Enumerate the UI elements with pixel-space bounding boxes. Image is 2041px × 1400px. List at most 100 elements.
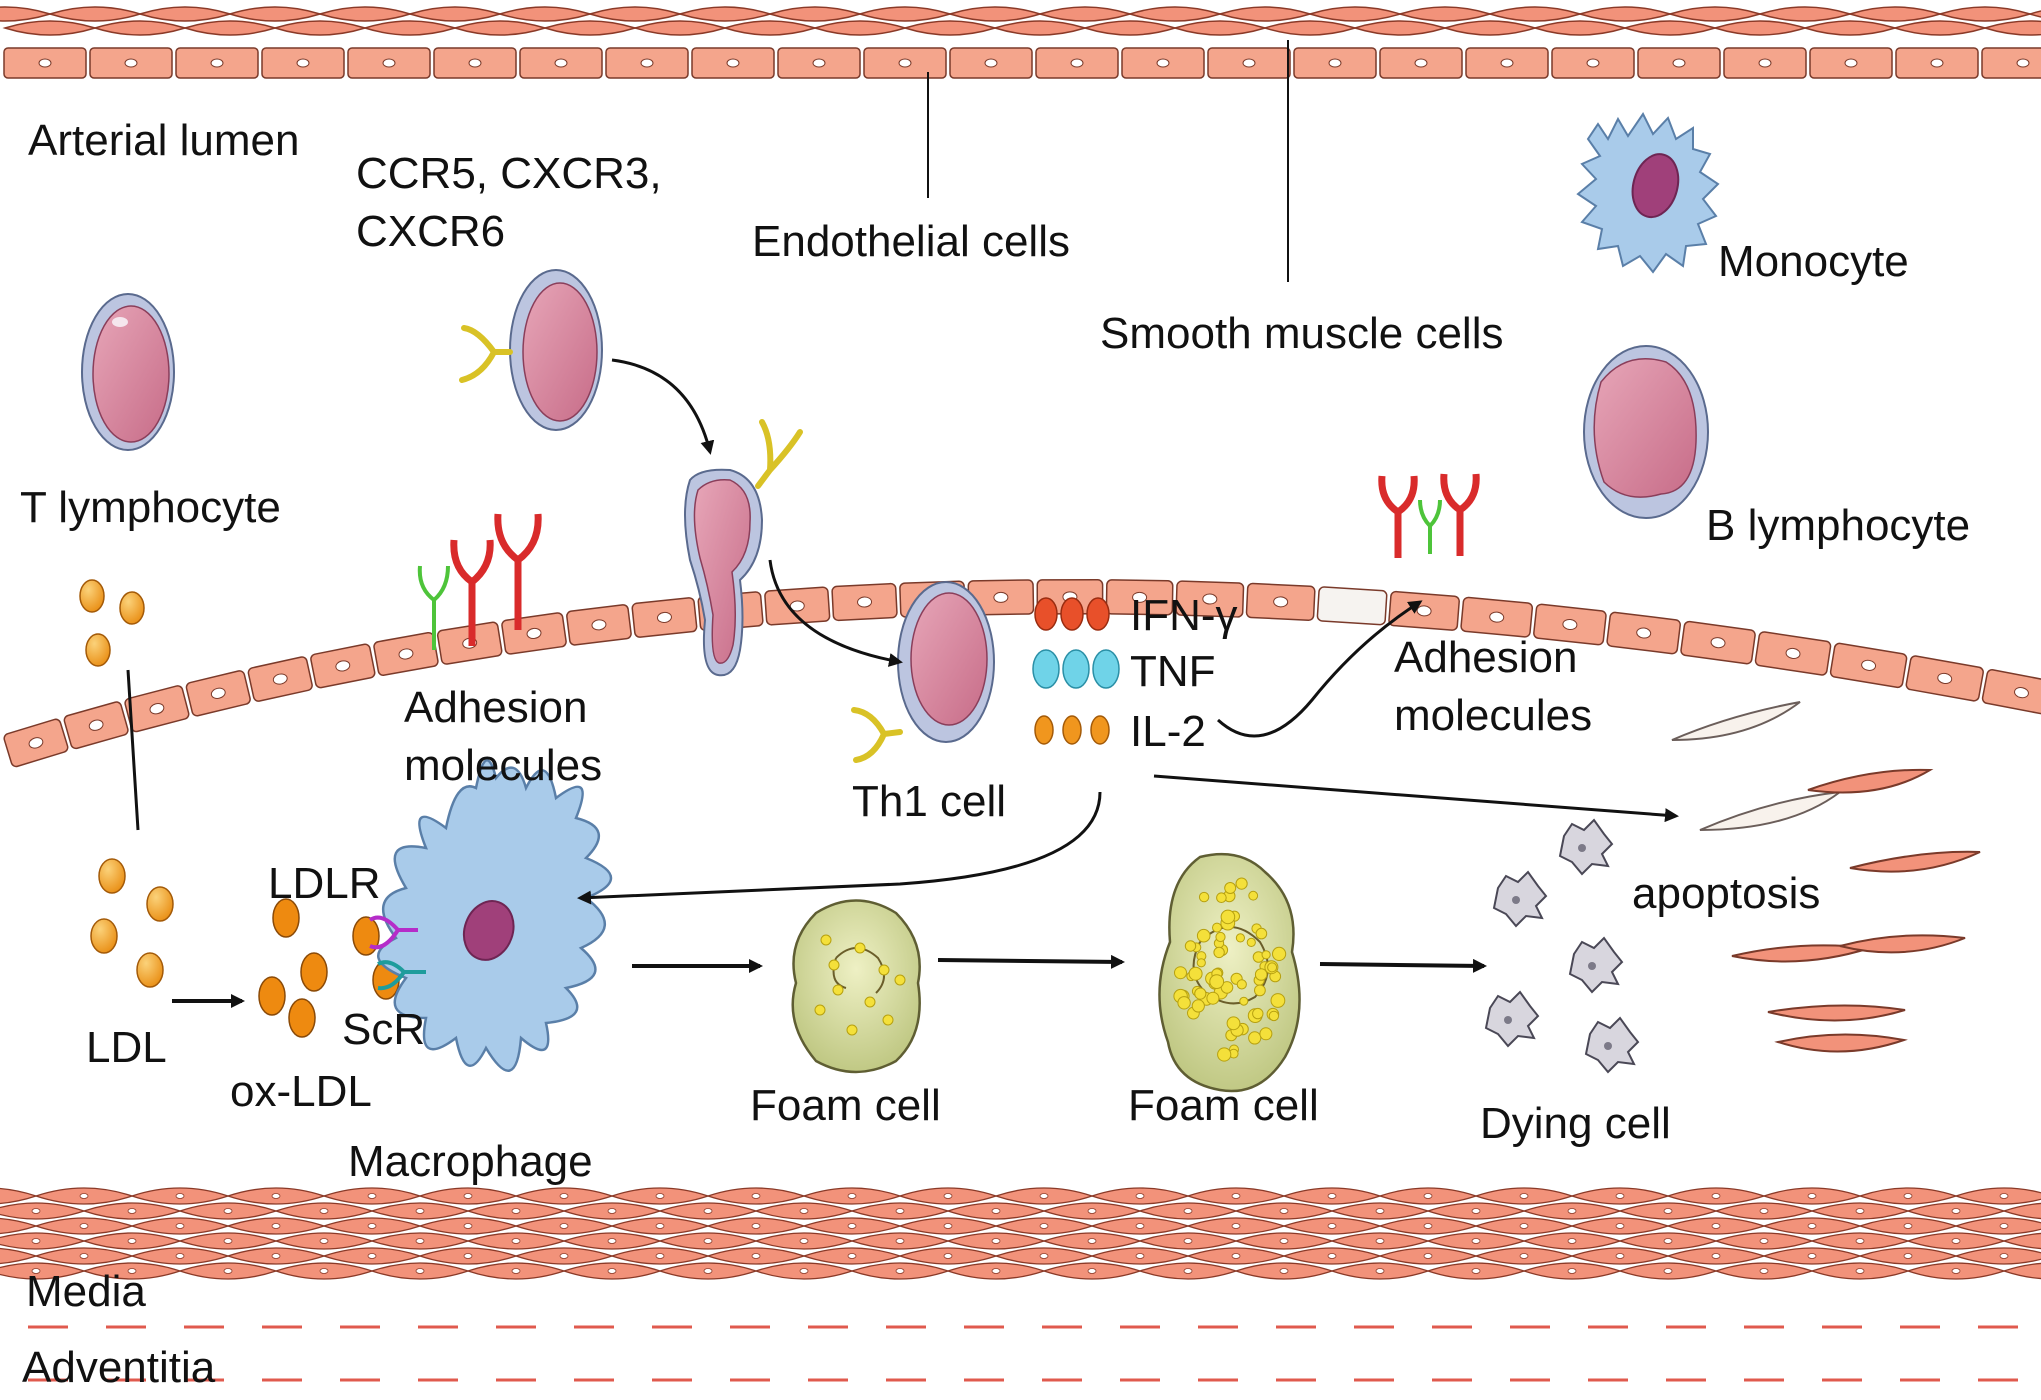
media-spindle-nucleus — [1951, 1208, 1961, 1214]
ldl-particles-lumen — [79, 579, 145, 667]
dying-cell-blob — [1504, 1016, 1512, 1024]
smooth-muscle-spindle — [542, 20, 638, 36]
media-spindle-nucleus — [175, 1223, 185, 1229]
smooth-muscle-spindle — [1532, 20, 1628, 36]
smooth-muscle-spindle — [272, 20, 368, 36]
smooth-muscle-spindle — [1262, 20, 1358, 36]
smooth-muscle-spindle — [1622, 20, 1718, 36]
lipid-droplet — [864, 996, 876, 1008]
intima-endothelial-nucleus — [335, 660, 351, 672]
lipid-droplet — [1177, 996, 1191, 1010]
label-macrophage: Macrophage — [348, 1137, 593, 1186]
lipid-droplet — [1268, 1010, 1280, 1022]
dying-cell-fragment — [1558, 818, 1614, 876]
media-spindle-nucleus — [943, 1253, 953, 1259]
media-spindle-nucleus — [655, 1223, 665, 1229]
smooth-muscle-spindle — [1442, 20, 1538, 36]
media-spindle-nucleus — [847, 1223, 857, 1229]
media-spindle-nucleus — [1615, 1193, 1625, 1199]
endothelial-nucleus — [1500, 58, 1514, 68]
media-spindle-nucleus — [1951, 1268, 1961, 1274]
media-spindle-nucleus — [1663, 1208, 1673, 1214]
lipid-droplet — [1267, 962, 1278, 973]
smooth-muscle-spindle — [812, 20, 908, 36]
media-spindle-nucleus — [559, 1253, 569, 1259]
intima-endothelial-nucleus — [2014, 687, 2029, 699]
intima-endothelial-nucleus — [1562, 618, 1578, 631]
dying-cell-fragments — [1484, 818, 1640, 1074]
smooth-muscle-spindle — [452, 20, 548, 36]
media-spindle-nucleus — [1951, 1238, 1961, 1244]
media-spindle-nucleus — [1135, 1253, 1145, 1259]
media-spindle-nucleus — [1183, 1238, 1193, 1244]
ox-ldl-particle — [300, 952, 328, 992]
endothelial-nucleus — [1156, 58, 1170, 68]
dying-cell-blob — [1588, 962, 1596, 970]
smooth-muscle-spindle — [317, 6, 413, 22]
media-spindle-nucleus — [1135, 1223, 1145, 1229]
intima-endothelial-nucleus — [1132, 591, 1148, 603]
media-spindle-nucleus — [463, 1223, 473, 1229]
endothelial-nucleus — [468, 58, 482, 68]
label-adhesion-right-line2: molecules — [1394, 691, 1592, 740]
apoptotic-smooth-muscle-cells — [1671, 701, 1981, 1053]
media-spindle-nucleus — [367, 1253, 377, 1259]
intima-endothelial-nucleus — [1785, 647, 1801, 659]
media-spindle-nucleus — [1039, 1193, 1049, 1199]
media-spindle-nucleus — [1711, 1223, 1721, 1229]
ldl-particle — [98, 858, 126, 894]
media-spindle-nucleus — [1999, 1193, 2009, 1199]
media-spindle-nucleus — [1999, 1223, 2009, 1229]
smooth-muscle-spindle — [1577, 6, 1673, 22]
media-spindle-nucleus — [1327, 1223, 1337, 1229]
arrow-lymphocyte-to-endothelium — [611, 358, 715, 455]
endothelial-nucleus — [1930, 58, 1944, 68]
media-spindle-nucleus — [1519, 1223, 1529, 1229]
media-spindle-nucleus — [1567, 1238, 1577, 1244]
ldl-particle — [79, 579, 105, 613]
media-spindle-nucleus — [1567, 1268, 1577, 1274]
media-spindle-nucleus — [1807, 1253, 1817, 1259]
smooth-muscle-spindle — [1892, 20, 1988, 36]
media-spindle-nucleus — [1039, 1253, 1049, 1259]
lipid-droplet — [832, 984, 844, 996]
media-spindle-nucleus — [991, 1268, 1001, 1274]
lipid-droplet — [1220, 909, 1236, 925]
media-spindle-nucleus — [703, 1208, 713, 1214]
media-spindle-nucleus — [31, 1238, 41, 1244]
media-spindle-nucleus — [1183, 1208, 1193, 1214]
arrow-cytokine-to-apoptosis — [1153, 774, 1679, 823]
smooth-muscle-spindle — [1307, 6, 1403, 22]
label-tnf: TNF — [1130, 647, 1216, 696]
label-smooth-muscle-cells: Smooth muscle cells — [1100, 309, 1503, 358]
media-spindle-nucleus — [1903, 1193, 1913, 1199]
media-spindle-nucleus — [367, 1193, 377, 1199]
endothelial-nucleus — [1586, 58, 1600, 68]
smooth-muscle-spindle — [1847, 6, 1943, 22]
arrow-foam1-to-foam2 — [937, 954, 1125, 969]
media-spindle-nucleus — [1759, 1208, 1769, 1214]
intima-endothelial-cell — [1981, 669, 2041, 717]
smooth-muscle-spindle — [182, 20, 278, 36]
media-spindle-nucleus — [1087, 1208, 1097, 1214]
intima-endothelial-nucleus — [1273, 596, 1289, 608]
b-lymphocyte-cell — [1583, 345, 1709, 519]
dying-cell-blob — [1578, 844, 1586, 852]
media-spindle-nucleus — [1663, 1268, 1673, 1274]
label-il2: IL-2 — [1130, 707, 1206, 756]
media-spindle-nucleus — [751, 1253, 761, 1259]
label-th1-cell: Th1 cell — [852, 777, 1006, 826]
lipid-droplet — [1255, 927, 1268, 940]
intima-endothelial-nucleus — [591, 619, 607, 631]
media-spindle-nucleus — [31, 1208, 41, 1214]
label-apoptosis: apoptosis — [1632, 869, 1820, 918]
dying-cell-blob — [1512, 896, 1520, 904]
media-spindle-nucleus — [895, 1208, 905, 1214]
ldl-particle — [119, 591, 145, 625]
media-spindle-nucleus — [1663, 1238, 1673, 1244]
intima-endothelial-nucleus — [210, 687, 226, 699]
media-spindle-nucleus — [1807, 1193, 1817, 1199]
ox-ldl-particles — [258, 898, 400, 1038]
label-t-lymphocyte: T lymphocyte — [20, 483, 281, 532]
